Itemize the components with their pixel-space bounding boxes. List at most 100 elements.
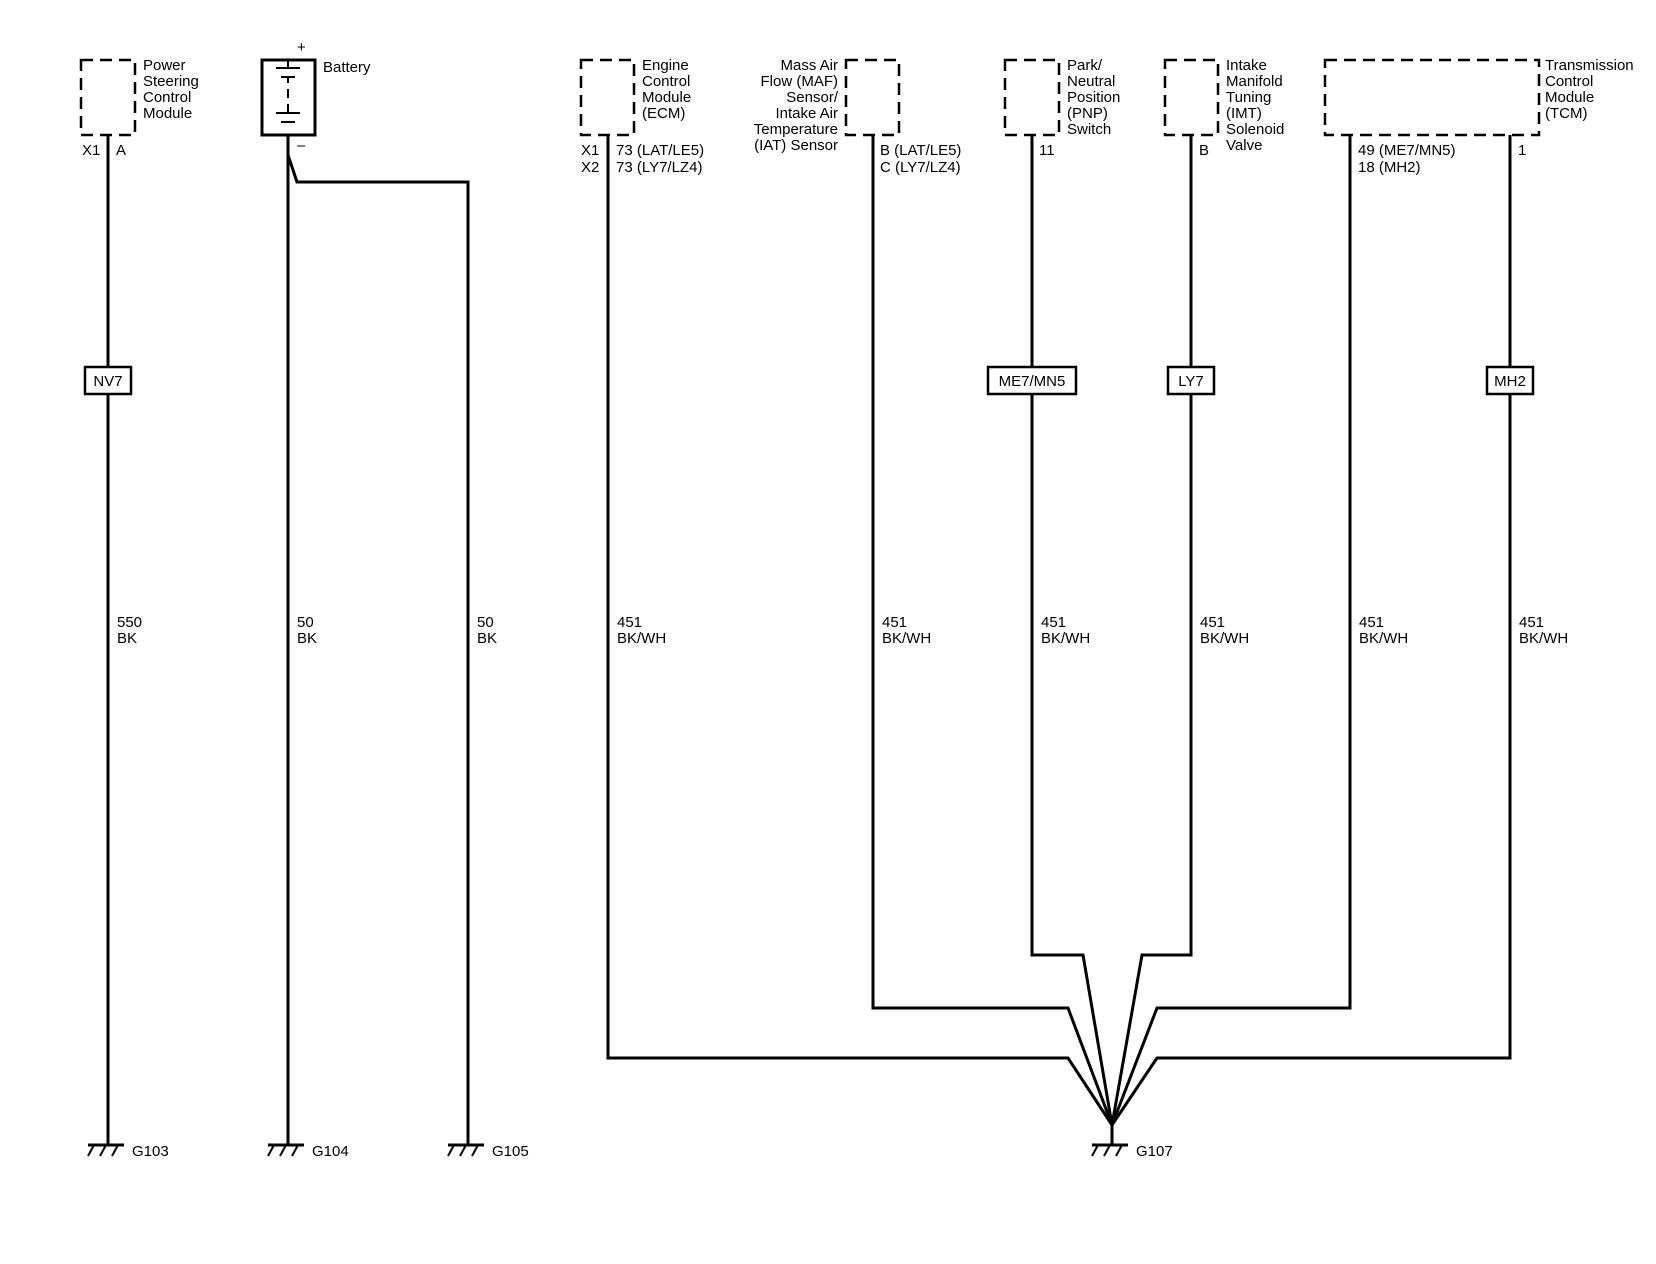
wire-imt-circuit: 451	[1200, 614, 1225, 631]
wire-psm-circuit: 550	[117, 614, 142, 631]
pnp-label-line2: Neutral	[1067, 73, 1115, 90]
ecm-label-line1: Engine	[642, 57, 689, 74]
wire-imt	[1110, 135, 1193, 1126]
wire-tcm-1	[1110, 135, 1512, 1126]
tcm-dashed-box	[1323, 58, 1541, 137]
maf-pin1: B (LAT/LE5)	[880, 142, 961, 159]
tcm-pin3: 1	[1518, 142, 1526, 159]
ground-g103: G103	[87, 1143, 169, 1160]
battery-plus-sign: +	[297, 39, 306, 56]
psm-label-line2: Steering	[143, 73, 199, 90]
imt-label-line4: (IMT)	[1226, 105, 1262, 122]
wire-pnp	[1030, 135, 1114, 1126]
option-badge-nv7: NV7	[83, 365, 133, 396]
ground-g105-label: G105	[492, 1143, 529, 1160]
pnp-switch: Park/ Neutral Position (PNP) Switch 11	[1003, 57, 1120, 159]
tcm-label-line2: Control	[1545, 73, 1593, 90]
wire-tcm-49	[1110, 135, 1352, 1126]
pnp-dashed-box	[1003, 58, 1061, 137]
tcm-pin2: 18 (MH2)	[1358, 159, 1421, 176]
wire-bat1-circuit: 50	[297, 614, 314, 631]
maf-label-line5: Temperature	[754, 121, 838, 138]
tcm-pin1: 49 (ME7/MN5)	[1358, 142, 1456, 159]
ground-g104-label: G104	[312, 1143, 349, 1160]
imt-pin: B	[1199, 142, 1209, 159]
ground-g104: G104	[267, 1143, 349, 1160]
pnp-label-line5: Switch	[1067, 121, 1111, 138]
option-ly7-text: LY7	[1178, 373, 1204, 390]
option-badge-ly7: LY7	[1166, 365, 1216, 396]
tcm-label-line1: Transmission	[1545, 57, 1634, 74]
tcm-label-line3: Module	[1545, 89, 1594, 106]
option-badge-me7-mn5: ME7/MN5	[986, 365, 1078, 396]
engine-control-module: Engine Control Module (ECM) X1 73 (LAT/L…	[579, 57, 704, 176]
pnp-label-line4: (PNP)	[1067, 105, 1108, 122]
transmission-control-module: Transmission Control Module (TCM) 49 (ME…	[1323, 57, 1634, 176]
wire-imt-color: BK/WH	[1200, 630, 1249, 647]
ecm-label-line3: Module	[642, 89, 691, 106]
maf-label-line3: Sensor/	[786, 89, 839, 106]
power-steering-control-module: Power Steering Control Module X1 A	[79, 57, 199, 159]
ecm-pin2: 73 (LY7/LZ4)	[616, 159, 702, 176]
option-badge-mh2: MH2	[1485, 365, 1535, 396]
option-mh2-text: MH2	[1494, 373, 1526, 390]
wire-bat1-color: BK	[297, 630, 317, 647]
ecm-dashed-box	[579, 58, 636, 137]
option-me7-mn5-text: ME7/MN5	[999, 373, 1066, 390]
pnp-label-line1: Park/	[1067, 57, 1103, 74]
battery: + Battery –	[260, 39, 371, 154]
psm-label-line4: Module	[143, 105, 192, 122]
psm-dashed-box	[79, 58, 137, 137]
psm-label-line3: Control	[143, 89, 191, 106]
ground-g103-label: G103	[132, 1143, 169, 1160]
imt-label-line6: Valve	[1226, 137, 1262, 154]
imt-label-line1: Intake	[1226, 57, 1267, 74]
psm-connector: X1	[82, 142, 100, 159]
ecm-label-line4: (ECM)	[642, 105, 685, 122]
ecm-pin1: 73 (LAT/LE5)	[616, 142, 704, 159]
ground-g107-label: G107	[1136, 1143, 1173, 1160]
maf-dashed-box	[844, 58, 901, 137]
wire-pnp-circuit: 451	[1041, 614, 1066, 631]
wire-pnp-color: BK/WH	[1041, 630, 1090, 647]
option-nv7-text: NV7	[93, 373, 122, 390]
maf-label-line4: Intake Air	[775, 105, 838, 122]
battery-label: Battery	[323, 59, 371, 76]
wire-tcm1-color: BK/WH	[1359, 630, 1408, 647]
psm-pin: A	[116, 142, 126, 159]
tcm-label-line4: (TCM)	[1545, 105, 1587, 122]
ecm-label-line2: Control	[642, 73, 690, 90]
ground-g105: G105	[447, 1143, 529, 1160]
maf-label-line2: Flow (MAF)	[761, 73, 839, 90]
wire-tcm2-circuit: 451	[1519, 614, 1544, 631]
imt-label-line3: Tuning	[1226, 89, 1271, 106]
wire-tcm1-circuit: 451	[1359, 614, 1384, 631]
imt-solenoid-valve: Intake Manifold Tuning (IMT) Solenoid Va…	[1163, 57, 1284, 159]
psm-label-line1: Power	[143, 57, 186, 74]
wire-psm-color: BK	[117, 630, 137, 647]
maf-label-line6: (IAT) Sensor	[754, 137, 838, 154]
battery-minus-sign: –	[297, 137, 306, 154]
maf-label-line1: Mass Air	[780, 57, 838, 74]
ecm-conn1: X1	[581, 142, 599, 159]
imt-label-line2: Manifold	[1226, 73, 1283, 90]
pnp-pin: 11	[1039, 142, 1055, 159]
wire-ecm-color: BK/WH	[617, 630, 666, 647]
wire-bat2-circuit: 50	[477, 614, 494, 631]
imt-label-line5: Solenoid	[1226, 121, 1284, 138]
maf-pin2: C (LY7/LZ4)	[880, 159, 961, 176]
imt-dashed-box	[1163, 58, 1220, 137]
wire-maf-color: BK/WH	[882, 630, 931, 647]
maf-iat-sensor: Mass Air Flow (MAF) Sensor/ Intake Air T…	[754, 57, 962, 176]
wire-tcm2-color: BK/WH	[1519, 630, 1568, 647]
wire-battery-g105	[286, 154, 470, 1145]
ground-g107: G107	[1091, 1125, 1173, 1160]
pnp-label-line3: Position	[1067, 89, 1120, 106]
wire-maf-circuit: 451	[882, 614, 907, 631]
wire-bat2-color: BK	[477, 630, 497, 647]
wire-ecm	[606, 135, 1114, 1126]
wire-ecm-circuit: 451	[617, 614, 642, 631]
wire-maf	[871, 135, 1114, 1126]
ecm-conn2: X2	[581, 159, 599, 176]
